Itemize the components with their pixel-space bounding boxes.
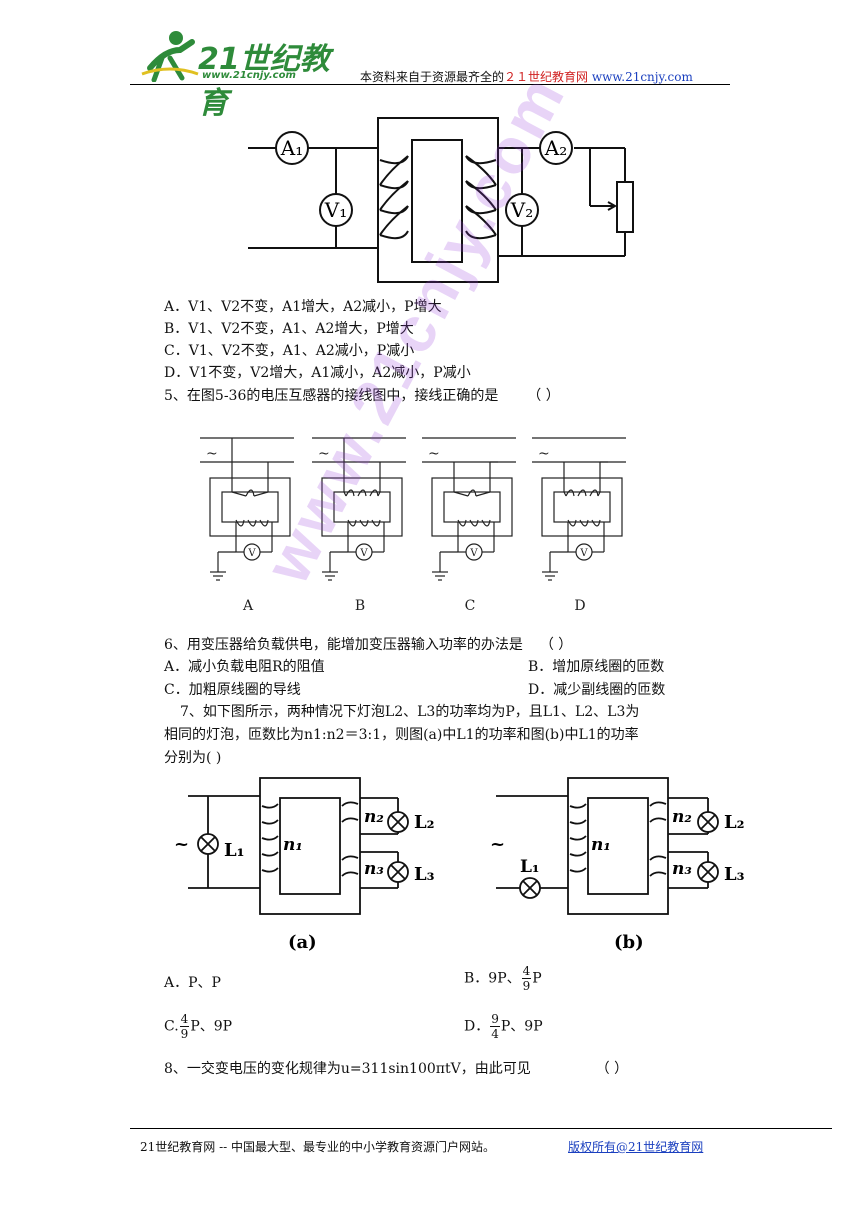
ac-symbol: ~ xyxy=(206,446,218,462)
panel-label-b: B xyxy=(355,598,365,614)
q6-option-c: C．加粗原线圈的导线 xyxy=(164,682,301,698)
panel-label-c: C xyxy=(465,598,476,614)
ammeter-a1-label: A₁ xyxy=(280,136,303,160)
pt-panel-d: ~ V D xyxy=(532,437,626,614)
q5-text: 5、在图5-36的电压互感器的接线图中，接线正确的是 xyxy=(164,388,499,404)
q7-option-d-suffix: P、9P xyxy=(500,1018,543,1035)
l1-label-a: L₁ xyxy=(224,840,245,861)
ac-symbol: ~ xyxy=(428,446,440,462)
l2-label-a: L₂ xyxy=(414,812,435,833)
frac-num: 4 xyxy=(521,964,532,979)
frac-den: 4 xyxy=(491,1027,499,1041)
voltage-transformer-wiring-figure: ~ V A ~ V B ~ V C ~ V D xyxy=(200,437,626,614)
header-url: www.21cnjy.com xyxy=(591,70,693,84)
q7-option-b-prefix: B．9P、 xyxy=(464,970,521,987)
header-prefix: 本资料来自于资源最齐全的 xyxy=(360,70,505,84)
q6-text: 6、用变压器给负载供电，能增加变压器输入功率的办法是 xyxy=(164,637,523,653)
n2-label-b: n₂ xyxy=(672,807,692,827)
ac-symbol: ~ xyxy=(538,446,550,462)
logo-url: www.21cnjy.com xyxy=(202,70,296,81)
l2-label-b: L₂ xyxy=(724,812,745,833)
voltmeter-v2-label: V₂ xyxy=(510,198,533,222)
q6-option-b: B．增加原线圈的匝数 xyxy=(528,659,665,675)
l3-label-b: L₃ xyxy=(724,864,745,885)
footer-rule xyxy=(130,1128,832,1129)
caption-a: (a) xyxy=(288,932,317,953)
voltmeter-label: V xyxy=(247,548,256,559)
l1-label-b: L₁ xyxy=(520,857,539,877)
ac-symbol: ~ xyxy=(318,446,330,462)
header-text: 本资料来自于资源最齐全的２１世纪教育网 www.21cnjy.com xyxy=(360,68,693,85)
q7-option-a: A．P、P xyxy=(164,975,221,991)
q7-option-c-prefix: C. xyxy=(164,1018,179,1035)
logo: 21世纪教育 www.21cnjy.com xyxy=(140,28,340,121)
q7-option-b-suffix: P xyxy=(532,970,542,987)
q7-figure-a: ~ L₁ n₁ n₂ n₃ L₂ L₃ (a) xyxy=(174,777,435,953)
n3-label-a: n₃ xyxy=(364,859,384,879)
q7-line-2: 相同的灯泡，匝数比为n1:n2＝3:1，则图(a)中L1的功率和图(b)中L1的… xyxy=(164,727,639,743)
copyright-link[interactable]: 版权所有@21世纪教育网 xyxy=(568,1138,703,1155)
voltmeter-label: V xyxy=(359,548,368,559)
ac-source-symbol-b: ~ xyxy=(490,834,505,855)
frac-num: 9 xyxy=(490,1012,500,1027)
q7-line-1: 7、如下图所示，两种情况下灯泡L2、L3的功率均为P，且L1、L2、L3为 xyxy=(180,704,640,720)
voltmeter-label: V xyxy=(579,548,588,559)
ammeter-a2-label: A₂ xyxy=(544,136,567,160)
q7-option-c-suffix: P、9P xyxy=(190,1018,233,1035)
q5-question: 5、在图5-36的电压互感器的接线图中，接线正确的是 （ ） xyxy=(164,385,560,405)
panel-label-d: D xyxy=(574,598,585,614)
pt-panel-a: ~ V A xyxy=(200,437,294,614)
q7-line-3: 分别为( ) xyxy=(164,750,222,766)
q8-bracket: （ ） xyxy=(595,1061,629,1077)
ac-source-symbol-a: ~ xyxy=(174,834,189,855)
n3-label-b: n₃ xyxy=(672,859,692,879)
n1-label-a: n₁ xyxy=(283,835,303,855)
footer-left: 21世纪教育网 -- 中国最大型、最专业的中小学教育资源门户网站。 xyxy=(140,1140,496,1154)
q8-question: 8、一交变电压的变化规律为u=311sin100πtV，由此可见 （ ） xyxy=(164,1058,628,1078)
q8-text: 8、一交变电压的变化规律为u=311sin100πtV，由此可见 xyxy=(164,1061,531,1077)
l3-label-a: L₃ xyxy=(414,864,435,885)
header-brand: ２１世纪教育网 xyxy=(504,70,589,84)
q4-option-c: C．V1、V2不变，A1、A2减小，P减小 xyxy=(164,343,415,359)
q6-option-a: A．减小负载电阻R的阻值 xyxy=(164,659,325,675)
q4-option-b: B．V1、V2不变，A1、A2增大，P增大 xyxy=(164,321,414,337)
frac-num: 4 xyxy=(179,1012,190,1027)
q6-option-d: D．减少副线圈的匝数 xyxy=(528,682,666,698)
logo-title: 21世纪教育 xyxy=(198,42,330,121)
q6-bracket: （ ） xyxy=(539,637,573,653)
header-rule xyxy=(130,84,730,85)
copyright-link-text[interactable]: 版权所有@21世纪教育网 xyxy=(568,1140,704,1154)
frac-den: 9 xyxy=(522,979,531,993)
pt-panel-c: ~ V C xyxy=(422,437,516,614)
transformer-circuit-diagram: A₁ A₂ V₁ V₂ xyxy=(248,117,634,283)
voltmeter-v1-label: V₁ xyxy=(324,198,347,222)
q7-figure-b: ~ L₁ n₁ n₂ n₃ L₂ L₃ (b) xyxy=(490,777,745,953)
n2-label-a: n₂ xyxy=(364,807,384,827)
voltmeter-label: V xyxy=(469,548,478,559)
frac-den: 9 xyxy=(180,1027,189,1041)
caption-b: (b) xyxy=(614,932,644,953)
panel-label-a: A xyxy=(242,598,254,614)
q4-option-d: D．V1不变，V2增大，A1减小，A2减小，P减小 xyxy=(164,365,471,381)
n1-label-b: n₁ xyxy=(591,835,611,855)
q7-option-d-prefix: D． xyxy=(464,1018,490,1035)
q5-bracket: （ ） xyxy=(527,388,560,404)
q4-option-a: A．V1、V2不变，A1增大，A2减小，P增大 xyxy=(164,299,442,315)
q6-question: 6、用变压器给负载供电，能增加变压器输入功率的办法是 （ ） xyxy=(164,634,572,654)
pt-panel-b: ~ V B xyxy=(312,437,406,614)
logo-runner-icon xyxy=(141,31,199,82)
